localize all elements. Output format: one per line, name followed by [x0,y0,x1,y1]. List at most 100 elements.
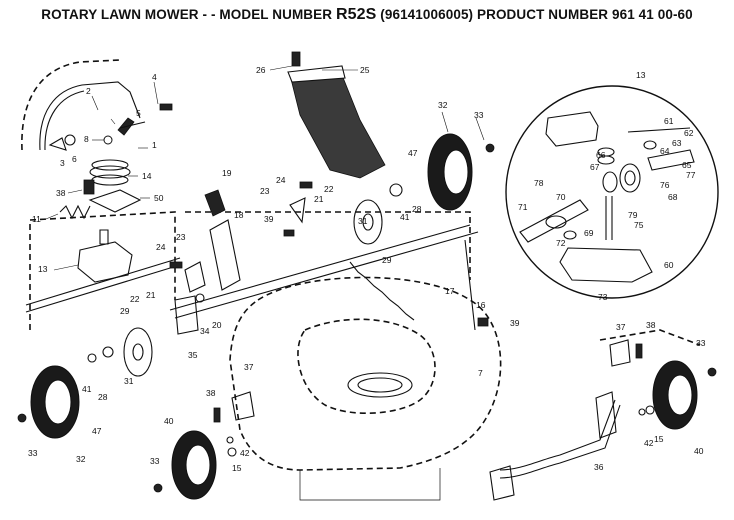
gear-assembly-inset [505,85,719,299]
callout-13: 13 [38,264,48,274]
callout-5: 5 [136,108,141,118]
callout-71: 71 [518,202,528,212]
bracket-50 [88,189,142,213]
leader-lines [45,65,485,271]
wheel-40-front [171,430,217,500]
callout-7: 7 [478,368,483,378]
callout-61: 61 [664,116,674,126]
upper-handle [21,59,141,151]
washer-20 [195,293,205,303]
bolt-39-right [477,317,489,327]
upper-region-outline [185,211,471,280]
wheel-disc-29-left [123,327,153,377]
bolt-39-left [283,229,295,237]
rear-axle-36 [489,391,621,501]
bolt-26 [291,51,301,67]
gearbox [77,229,133,283]
clip-3 [48,137,67,151]
washer-47-right [389,183,403,197]
gear-76 [602,171,618,193]
drive-pulley [89,159,131,186]
callout-15-front: 15 [232,463,242,473]
callout-33-left: 33 [28,448,38,458]
callout-50: 50 [154,193,164,203]
callout-72: 72 [556,238,566,248]
callout-31-right: 31 [358,216,368,226]
wheel-32-left [30,365,80,439]
washer-15-rear [645,405,655,415]
bolt-4 [159,103,173,111]
callout-33-right: 33 [474,110,484,120]
bail-lever [117,117,146,136]
bracket-37-rear [609,339,631,367]
callout-60: 60 [664,260,674,270]
callout-16: 16 [476,300,486,310]
callout-62: 62 [684,128,694,138]
model-number: R52S [335,6,377,23]
callout-69: 69 [584,228,594,238]
washer-41-left [87,353,97,363]
callout-40-rear: 40 [694,446,704,456]
callout-47-right: 47 [408,148,418,158]
callout-29-right: 29 [382,255,392,265]
callout-37-front: 37 [244,362,254,372]
callout-32-right: 32 [438,100,448,110]
callout-67: 67 [590,162,600,172]
callout-29-left: 29 [120,306,130,316]
callout-23-left: 23 [176,232,186,242]
callout-66: 66 [596,150,606,160]
callout-3: 3 [60,158,65,168]
grass-bag [287,65,386,179]
callout-24-left: 24 [156,242,166,252]
callout-40-front: 40 [164,416,174,426]
bolt-24-left [169,261,183,269]
callout-26: 26 [256,65,266,75]
bolt-38-front [213,407,221,423]
callout-11: 11 [32,214,41,224]
adjuster-23-right [289,197,306,224]
callout-24-right: 24 [276,175,286,185]
mower-deck [229,276,502,501]
callout-42-rear: 42 [644,438,654,448]
callout-39-left: 39 [264,214,274,224]
callout-22-left: 22 [130,294,140,304]
washer-15-front [227,447,237,457]
front-axle [25,257,181,306]
callout-6: 6 [72,154,77,164]
rear-region-outline [599,329,701,346]
callout-65: 65 [682,160,692,170]
callout-36: 36 [594,462,604,472]
callout-4: 4 [152,72,157,82]
callout-2: 2 [86,86,91,96]
callout-42-front: 42 [240,448,250,458]
washer-22-left [102,346,114,358]
callout-38-front: 38 [206,388,216,398]
callout-20: 20 [212,320,222,330]
callout-70: 70 [556,192,566,202]
title-prefix: ROTARY LAWN MOWER - - MODEL NUMBER [41,7,333,22]
callout-1: 1 [152,140,157,150]
callout-15-rear: 15 [654,434,664,444]
callout-38-rear: 38 [646,320,656,330]
callout-73: 73 [598,292,608,302]
callout-33-rear: 33 [696,338,706,348]
handle-region-outline [29,211,176,330]
bolt-33-right [485,143,495,153]
bolt-33-rear [707,367,717,377]
rear-axle-bottom [174,231,479,319]
wheel-40-rear [652,360,698,430]
callout-28-right: 28 [412,204,422,214]
callout-41-left: 41 [82,384,92,394]
wheel-disc-29-right [353,199,383,245]
gear-77 [619,163,641,193]
callout-21-right: 21 [314,194,324,204]
callout-31-left: 31 [124,376,134,386]
callout-38-upper: 38 [56,188,66,198]
bolt-33-front [153,483,163,493]
callout-8: 8 [84,134,89,144]
callout-22-right: 22 [324,184,334,194]
front-axle-bottom [25,264,181,313]
bolt-38-rear [635,343,643,359]
spring-17 [349,261,415,321]
